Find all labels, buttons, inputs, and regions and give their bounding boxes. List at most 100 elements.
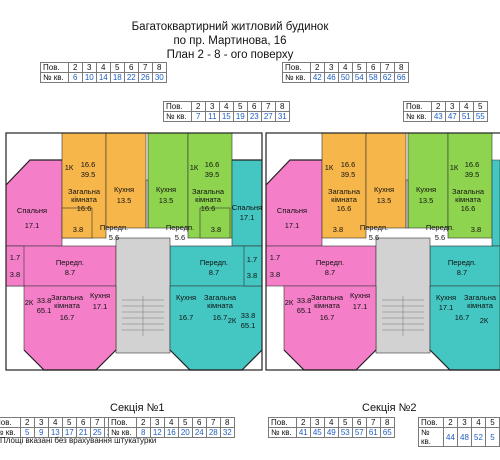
table-cell: 54 (351, 72, 367, 83)
s1-label-bedroom-l: Спальня (17, 206, 47, 215)
s2-area-kitchen-b: 13.5 (419, 196, 434, 205)
table-cell: 7 (190, 111, 206, 122)
s2-area-hall-a: 5.6 (369, 233, 379, 242)
table-cell: 8 (219, 417, 235, 428)
s2-label-living-d2: кімната (467, 301, 494, 310)
s2-area-wc-b: 3.8 (471, 225, 481, 234)
table-cell: 3 (81, 62, 97, 73)
table-cell: 30 (151, 72, 167, 83)
table-cell: 2 (135, 417, 151, 428)
s2-label-living-a1: Загальна (328, 187, 361, 196)
table-header-cell: № кв. (268, 427, 297, 438)
section-1-label: Секція №1 (110, 402, 165, 414)
table-cell: 5 (472, 101, 488, 112)
table-cell: 3 (33, 417, 49, 428)
s1-area-kitchen-d: 16.7 (179, 313, 194, 322)
s2-label-hall-a: Передп. (360, 223, 388, 232)
s1-total-2k-a: 65.1 (37, 306, 52, 315)
s1-label-living-b2: кімната (195, 195, 222, 204)
table-cell: 55 (472, 111, 488, 122)
table-cell: 3 (204, 101, 220, 112)
s2-label-living-a2: кімната (331, 195, 358, 204)
table-cell: 62 (379, 72, 395, 83)
s2-label-hall-b: Передп. (426, 223, 454, 232)
table-cell: 18 (109, 72, 125, 83)
s2-total-b: 39.5 (465, 170, 480, 179)
s1-total-2k-b: 65.1 (241, 321, 256, 330)
s1-label-hall-a: Передп. (100, 223, 128, 232)
s2-label-kitchen-b: Кухня (416, 185, 436, 194)
table-cell: 4 (47, 417, 63, 428)
s1-label-2k-a: 2К (25, 298, 34, 307)
s1-bedroom-left (5, 159, 63, 247)
table-cell: 4 (337, 62, 353, 73)
table-cell: 4 (163, 417, 179, 428)
s2-label-bedroom-l: Спальня (277, 206, 307, 215)
s2-area-living-d: 16.7 (455, 313, 470, 322)
table-cell: 3 (149, 417, 165, 428)
table-cell: 45 (309, 427, 325, 438)
s2-total-2k-a: 65.1 (297, 306, 312, 315)
table-cell: 3 (457, 417, 472, 428)
table-cell: 8 (274, 101, 290, 112)
table-cell: 24 (191, 427, 207, 438)
table-cell: 8 (393, 62, 409, 73)
s1-area-38-l: 3.8 (10, 270, 20, 279)
table-cell: 6 (351, 417, 367, 428)
table-cell: 3 (444, 101, 460, 112)
s2-area-17-l: 1.7 (270, 253, 280, 262)
s1-label-kitchen-b: Кухня (156, 185, 176, 194)
table-cell: 6 (365, 62, 381, 73)
s1-area-living-b: 16.6 (201, 204, 216, 213)
table-cell: 8 (379, 417, 395, 428)
title-line-2: по пр. Мартинова, 16 (173, 35, 287, 47)
s1-area-kitchen-c: 17.1 (93, 302, 108, 311)
s1-area-b: 16.6 (205, 160, 220, 169)
s1-area-hall-b: 5.6 (175, 233, 185, 242)
table-cell: 15 (218, 111, 234, 122)
table-cell: 51 (458, 111, 474, 122)
table-cell: 2 (430, 101, 446, 112)
table-cell: 32 (219, 427, 235, 438)
s1-area-bedroom-l: 17.1 (25, 221, 40, 230)
footnote: Площі вказані без врахування штукатурки (0, 436, 157, 445)
s1-area-a: 16.6 (81, 160, 96, 169)
s1-label-living-a1: Загальна (68, 187, 101, 196)
table-cell: 48 (457, 427, 472, 447)
s1-label-hall-d: Передп. (200, 258, 228, 267)
table-cell: 28 (205, 427, 221, 438)
table-header-cell: № кв. (418, 427, 444, 447)
table-cell: 10 (81, 72, 97, 83)
table-cell: 19 (232, 111, 248, 122)
table-cell: 27 (260, 111, 276, 122)
s1-area-2k-b: 33.8 (241, 311, 256, 320)
table-cell: 57 (351, 427, 367, 438)
s1-area-wc-b: 3.8 (211, 225, 221, 234)
table-cell: 20 (177, 427, 193, 438)
table-cell: 41 (295, 427, 311, 438)
s2-area-a: 16.6 (341, 160, 356, 169)
table-cell: 7 (365, 417, 381, 428)
s2-area-living-c: 16.7 (320, 313, 335, 322)
table-cell: 4 (471, 417, 486, 428)
s1-area-hall-a: 5.6 (109, 233, 119, 242)
s2-label-1k-a: 1К (325, 163, 334, 172)
s2-label-living-b1: Загальна (452, 187, 485, 196)
table-header-cell: Пов. (268, 417, 297, 428)
table-header-cell: Пов. (418, 417, 444, 428)
table-cell: 7 (137, 62, 153, 73)
table-header-cell: № кв. (403, 111, 432, 122)
s1-label-living-d1: Загальна (204, 293, 237, 302)
s1-label-1k-a: 1К (65, 163, 74, 172)
s1-label-hall-c: Передп. (56, 258, 84, 267)
table-cell: 7 (260, 101, 276, 112)
table-cell: 7 (89, 417, 105, 428)
s2-label-kitchen-c: Кухня (350, 291, 370, 300)
table-cell: 44 (443, 427, 458, 447)
table-cell: 2 (295, 417, 311, 428)
table-cell: 2 (443, 417, 458, 428)
